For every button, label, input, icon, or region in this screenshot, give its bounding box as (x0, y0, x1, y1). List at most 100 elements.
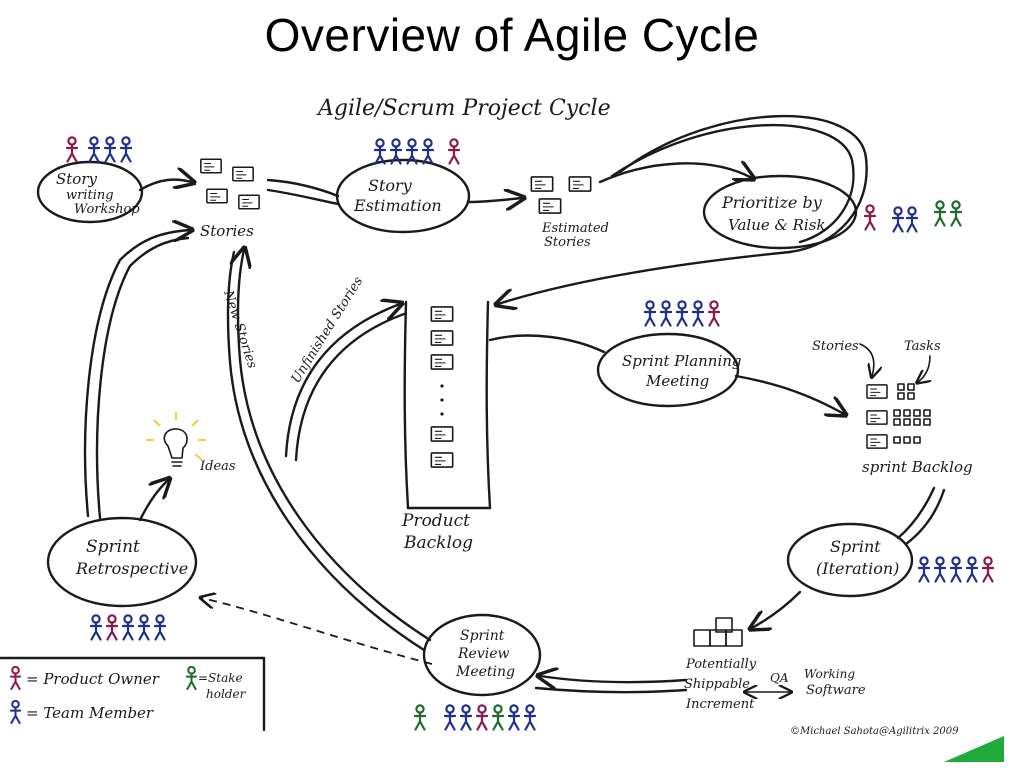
story-writing-workshop-node: Story writing Workshop (36, 160, 144, 224)
iteration-line-2: (Iteration) (816, 559, 899, 578)
person-figure-icon (444, 704, 456, 731)
planning-line-1: Sprint Planning (622, 352, 742, 370)
working-line-1: Working (804, 667, 855, 681)
person-figure-icon (644, 300, 656, 327)
ideas-label: Ideas (199, 459, 236, 474)
person-figure-icon (918, 556, 930, 583)
sprint-card-icon (866, 384, 888, 399)
person-figure-icon (448, 138, 460, 165)
diagram-heading: Agile/Scrum Project Cycle (316, 96, 611, 121)
backlog-card-icon (430, 452, 454, 468)
credit-text: ©Michael Sahota@Agilitrix 2009 (790, 726, 959, 737)
workshop-line-3: Workshop (74, 202, 140, 217)
estimated-card-icon (538, 198, 562, 214)
prioritize-people (864, 200, 962, 233)
review-people (414, 704, 536, 731)
legend-stake-holder: =Stake holder (186, 666, 247, 701)
sprint-retrospective-node: Sprint Retrospective (46, 516, 198, 608)
person-figure-icon (660, 300, 672, 327)
person-figure-icon (864, 204, 876, 231)
estimation-line-2: Estimation (353, 196, 442, 215)
person-figure-icon (66, 136, 78, 163)
estimated-line-1: Estimated (541, 221, 609, 236)
person-figure-icon (460, 704, 472, 731)
estimated-stories-node: Estimated Stories (530, 176, 609, 250)
person-figure-icon (422, 138, 434, 165)
person-figure-icon (414, 704, 426, 731)
retrospective-people (90, 614, 166, 641)
person-figure-icon (492, 704, 504, 731)
sprint-planning-node: Sprint Planning Meeting (596, 332, 742, 408)
stories-node: Stories (200, 158, 260, 240)
product-owner-figure-icon (10, 666, 21, 690)
legend-product-owner-label: = Product Owner (26, 670, 160, 688)
retro-line-1: Sprint (86, 537, 140, 557)
workshop-people (66, 136, 132, 163)
review-line-2: Review (457, 646, 509, 662)
person-figure-icon (934, 200, 946, 227)
qa-label: QA (770, 671, 789, 685)
story-card-icon (238, 194, 260, 210)
ideas-node: Ideas (146, 412, 236, 474)
unfinished-stories-label: Unfinished Stories (289, 274, 367, 386)
stake-holder-figure-icon (186, 666, 197, 690)
shippable-increment-node: Potentially Shippable Increment QA Worki… (684, 617, 866, 712)
story-card-icon (206, 188, 228, 204)
person-figure-icon (524, 704, 536, 731)
person-figure-icon (104, 136, 116, 163)
legend-stake-holder-line-1: =Stake (198, 671, 243, 685)
slide-title: Overview of Agile Cycle (264, 9, 760, 61)
iteration-line-1: Sprint (830, 537, 881, 556)
legend-stake-holder-line-2: holder (206, 687, 247, 701)
story-estimation-node: Story Estimation (335, 158, 471, 234)
legend-team-member-label: = Team Member (26, 704, 154, 722)
workshop-line-2: writing (66, 188, 114, 203)
person-figure-icon (708, 300, 720, 327)
legend: = Product Owner =Stake holder = Team Mem… (0, 656, 266, 732)
person-figure-icon (934, 556, 946, 583)
increment-blocks-icon (693, 617, 743, 647)
sprint-backlog-label: sprint Backlog (862, 458, 973, 476)
backlog-line-2: Backlog (403, 533, 473, 553)
stories-small-label: Stories (812, 339, 859, 354)
lightbulb-icon (146, 412, 206, 467)
estimation-line-1: Story (368, 176, 413, 195)
person-figure-icon (90, 614, 102, 641)
flow-arrows (83, 115, 946, 694)
planning-line-2: Meeting (645, 372, 709, 390)
stories-label: Stories (200, 222, 254, 240)
sprint-backlog-node: Stories Tasks sprint Backlog (812, 339, 973, 476)
person-figure-icon (154, 614, 166, 641)
person-figure-icon (950, 200, 962, 227)
person-figure-icon (138, 614, 150, 641)
person-figure-icon (120, 136, 132, 163)
tasks-label: Tasks (904, 339, 941, 354)
backlog-card-icon (430, 426, 454, 442)
backlog-card-icon (430, 330, 454, 346)
prioritize-line-2: Value & Risk (728, 216, 826, 234)
person-figure-icon (892, 206, 904, 233)
increment-line-2: Shippable (684, 677, 750, 692)
sprint-card-icon (866, 410, 888, 425)
person-figure-icon (982, 556, 994, 583)
backlog-card-icon (430, 354, 454, 370)
person-figure-icon (122, 614, 134, 641)
person-figure-icon (676, 300, 688, 327)
sprint-iteration-node: Sprint (Iteration) (786, 522, 914, 598)
workshop-line-1: Story (56, 170, 98, 188)
estimated-line-2: Stories (544, 235, 591, 250)
person-figure-icon (476, 704, 488, 731)
review-line-3: Meeting (455, 664, 515, 680)
product-backlog-node: Product Backlog (401, 300, 492, 553)
corner-accent (944, 736, 1004, 762)
story-card-icon (232, 166, 254, 182)
sprint-review-node: Sprint Review Meeting (422, 613, 542, 697)
planning-people (644, 300, 720, 327)
legend-team-member: = Team Member (10, 700, 154, 724)
person-figure-icon (966, 556, 978, 583)
sprint-card-icon (866, 434, 888, 449)
backlog-line-1: Product (401, 511, 470, 531)
person-figure-icon (950, 556, 962, 583)
prioritize-line-1: Prioritize by (721, 193, 823, 212)
